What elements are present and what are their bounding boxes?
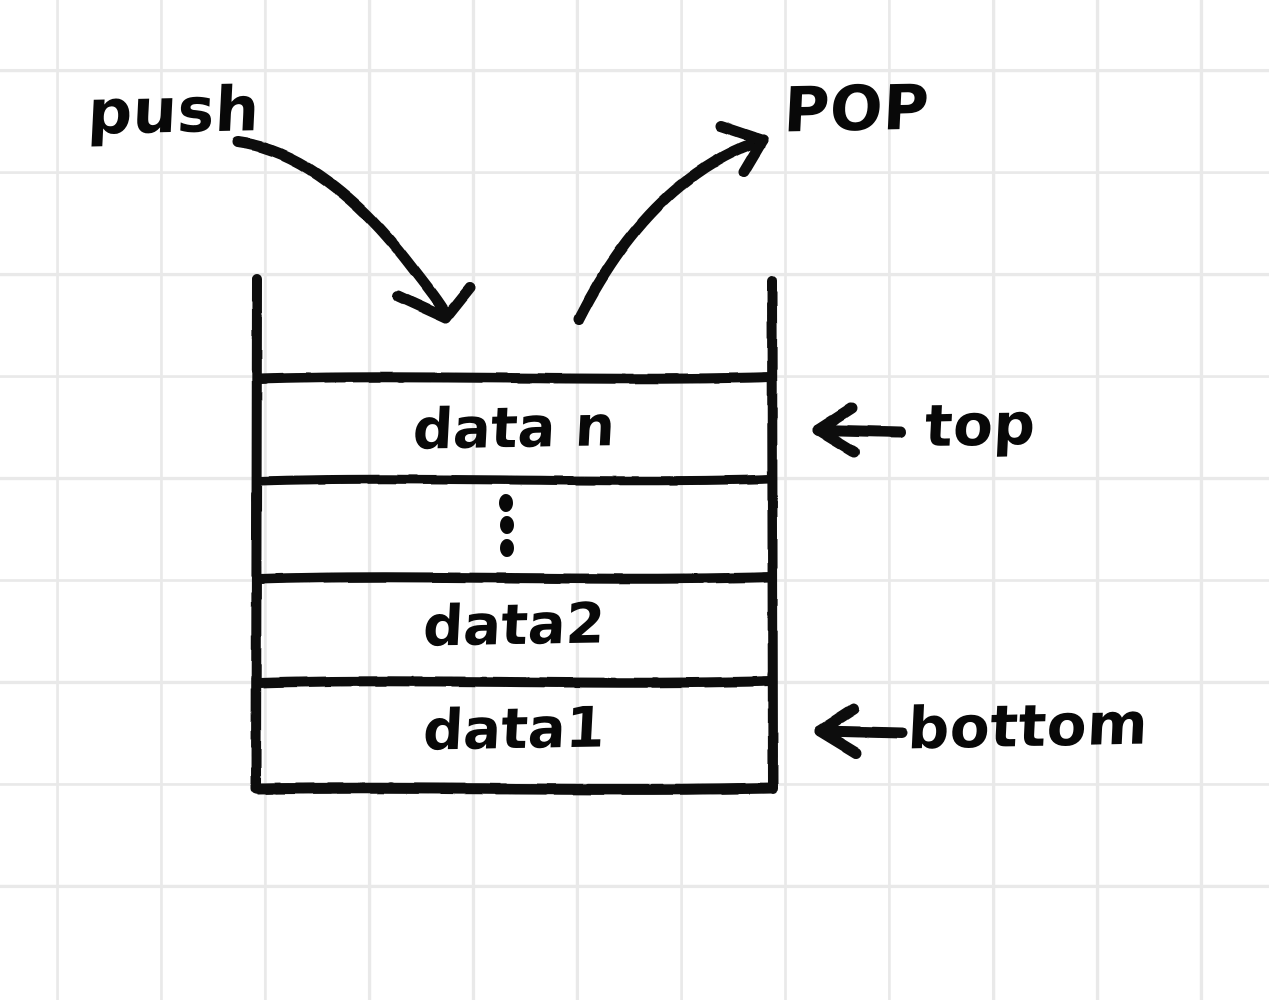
pop-label: POP xyxy=(782,70,931,147)
stack-right-wall xyxy=(767,276,778,794)
stack-cell-data2: data2 xyxy=(421,591,607,660)
stack-divider-2 xyxy=(254,572,777,584)
bottom-pointer-arrow-head-upper xyxy=(814,703,860,737)
bottom-annotation-label: bottom xyxy=(906,689,1150,763)
stack-ellipsis-dots xyxy=(499,494,514,557)
push-arrow-shaft xyxy=(232,136,452,320)
stack-cell-data1: data1 xyxy=(421,695,607,764)
ellipsis-dot-3 xyxy=(500,539,514,557)
top-pointer-arrow-shaft xyxy=(814,424,906,438)
stack-cell-data-n: data n xyxy=(411,394,617,463)
stack-divider-top xyxy=(254,372,777,384)
pop-arrow-head-lower xyxy=(738,134,769,178)
stack-divider-3 xyxy=(254,676,777,688)
top-pointer-arrow-head-lower xyxy=(812,424,860,458)
ellipsis-dot-1 xyxy=(499,494,513,512)
top-annotation-label: top xyxy=(923,389,1038,461)
top-pointer-arrow-head-upper xyxy=(812,402,858,436)
ellipsis-dot-2 xyxy=(500,516,514,534)
stack-left-wall xyxy=(251,274,262,794)
push-arrow-head-left xyxy=(392,290,452,324)
stack-divider-1 xyxy=(254,474,777,486)
stack-bottom-wall xyxy=(252,782,778,795)
pop-arrow-shaft xyxy=(573,135,766,325)
bottom-pointer-arrow-shaft xyxy=(816,725,908,739)
bottom-pointer-arrow-head-lower xyxy=(814,725,862,759)
push-label: push xyxy=(86,72,262,149)
push-arrow-head-right xyxy=(440,282,476,324)
pop-arrow-head-upper xyxy=(715,120,769,146)
